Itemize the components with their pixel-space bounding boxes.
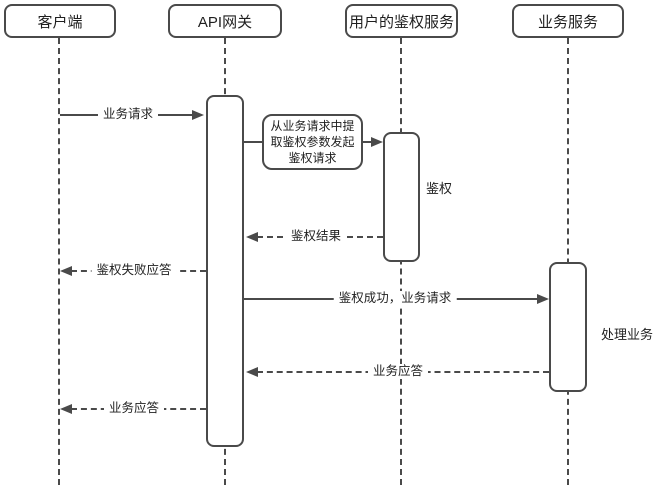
note-text: 从业务请求中提取鉴权参数发起鉴权请求 xyxy=(270,119,355,165)
msg-biz-reply-client: 业务应答 xyxy=(103,401,165,416)
msg-request: 业务请求 xyxy=(97,107,159,122)
actor-auth-service: 用户的鉴权服务 xyxy=(345,4,458,38)
arrow-auth-result-head xyxy=(246,232,258,242)
label-process-activity: 处理业务 xyxy=(601,327,654,342)
actor-client: 客户端 xyxy=(4,4,116,38)
actor-client-label: 客户端 xyxy=(37,13,83,31)
arrow-client-reply-head xyxy=(60,404,72,414)
activation-gateway xyxy=(206,95,244,447)
msg-auth-fail: 鉴权失败应答 xyxy=(91,263,177,278)
activation-auth-service xyxy=(383,132,420,262)
actor-biz-service-label: 业务服务 xyxy=(537,13,598,31)
lifeline-client xyxy=(58,38,60,485)
msg-auth-success-request: 鉴权成功，业务请求 xyxy=(333,291,457,306)
activation-biz-service xyxy=(549,262,587,392)
arrow-auth-success-head xyxy=(537,294,549,304)
lifeline-biz-service xyxy=(567,38,569,485)
actor-gateway-label: API网关 xyxy=(197,13,253,31)
actor-auth-service-label: 用户的鉴权服务 xyxy=(348,13,454,31)
label-auth-activity: 鉴权 xyxy=(426,181,453,196)
msg-auth-result: 鉴权结果 xyxy=(285,229,347,244)
arrow-auth-call-head xyxy=(371,137,383,147)
msg-biz-reply-gateway: 业务应答 xyxy=(367,364,429,379)
arrow-request-head xyxy=(192,110,204,120)
note-extract-auth-params: 从业务请求中提取鉴权参数发起鉴权请求 xyxy=(262,114,363,170)
arrow-auth-fail-head xyxy=(60,266,72,276)
arrow-biz-reply-head xyxy=(246,367,258,377)
actor-gateway: API网关 xyxy=(168,4,282,38)
actor-biz-service: 业务服务 xyxy=(512,4,624,38)
